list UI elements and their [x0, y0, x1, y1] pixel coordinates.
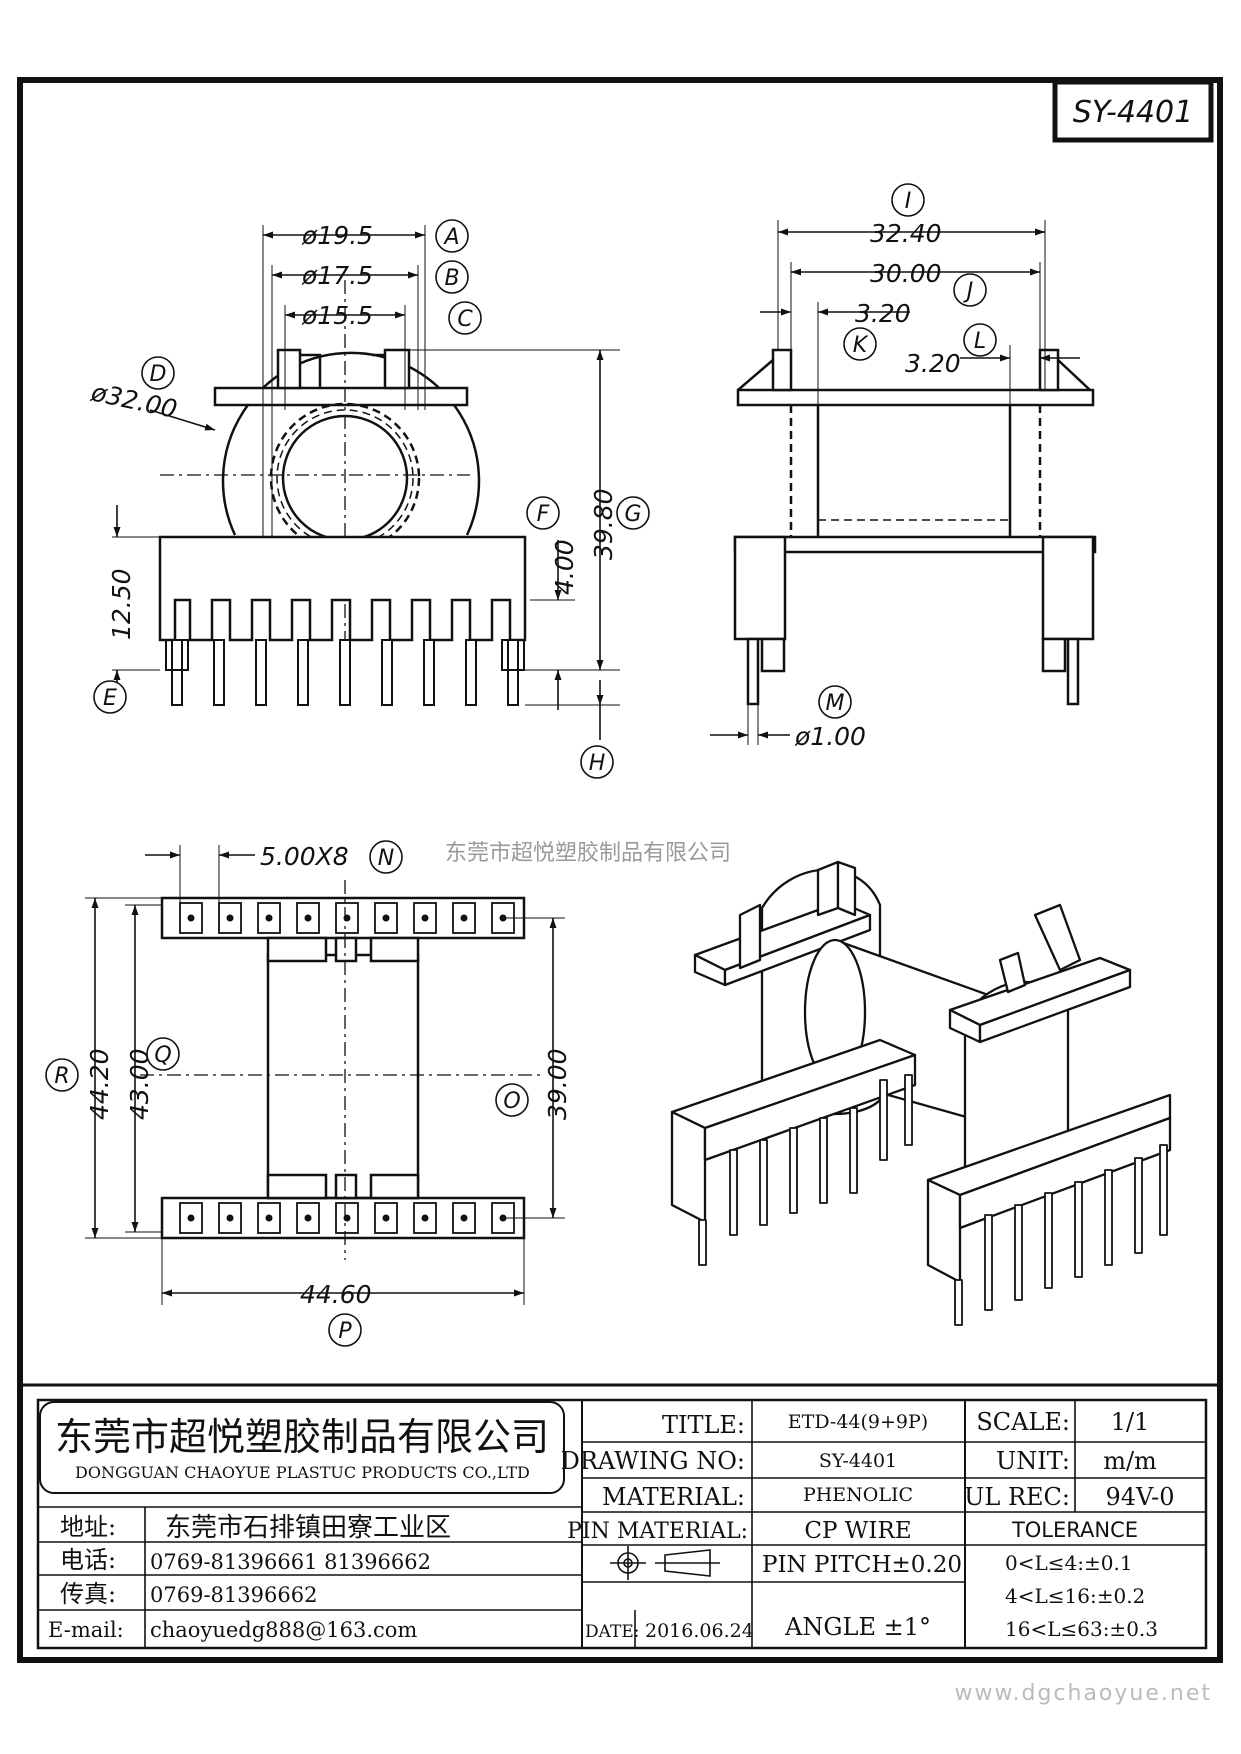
- dim-N: 5.00X8: [260, 842, 349, 871]
- balloon-C: C: [457, 307, 473, 332]
- bottom-view-pin-slots: [179, 902, 515, 1234]
- balloon-Q: Q: [154, 1043, 171, 1068]
- isometric-rear-pins: [698, 1074, 913, 1266]
- ul-label: UL REC:: [964, 1483, 1070, 1511]
- phone-label: 电话:: [60, 1546, 116, 1574]
- email-value: chaoyuedg888@163.com: [150, 1618, 417, 1642]
- front-view-pins: [165, 639, 525, 706]
- dim-L: 3.20: [905, 349, 961, 378]
- dim-G: 39.80: [589, 488, 618, 560]
- balloon-B: B: [444, 266, 459, 291]
- dim-C: ø15.5: [301, 301, 373, 330]
- balloon-N: N: [378, 846, 394, 871]
- pin-pitch: PIN PITCH±0.20: [762, 1552, 962, 1578]
- company-name-cn: 东莞市超悦塑胶制品有限公司: [55, 1415, 549, 1459]
- title-label: TITLE:: [662, 1411, 745, 1439]
- date-label: DATE:: [585, 1622, 639, 1642]
- website-link[interactable]: www.dgchaoyue.net: [955, 1681, 1212, 1706]
- balloon-L: L: [974, 329, 986, 354]
- company-name-en: DONGGUAN CHAOYUE PLASTUC PRODUCTS CO.,LT…: [75, 1463, 530, 1482]
- drawing-code-box: SY-4401: [1052, 79, 1214, 143]
- dim-J: 30.00: [870, 259, 942, 288]
- scale-label: SCALE:: [976, 1408, 1070, 1436]
- side-view-dimensions: [710, 220, 1080, 745]
- balloon-O: O: [503, 1089, 520, 1114]
- tolerance-2: 4<L≤16:±0.2: [1005, 1584, 1145, 1608]
- date-value: 2016.06.24: [645, 1620, 754, 1642]
- balloon-D: D: [150, 362, 167, 387]
- unit-label: UNIT:: [996, 1447, 1070, 1475]
- drawing-code: SY-4401: [1073, 95, 1193, 130]
- address-value: 东莞市石排镇田寮工业区: [165, 1513, 451, 1543]
- dim-A: ø19.5: [301, 221, 373, 250]
- pin-material-label: PIN MATERIAL:: [567, 1519, 748, 1544]
- bottom-view-dimensions: [85, 845, 565, 1305]
- email-label: E-mail:: [48, 1618, 124, 1642]
- angle-tolerance: ANGLE ±1°: [784, 1613, 931, 1641]
- address-label: 地址:: [60, 1513, 116, 1541]
- balloon-P: P: [338, 1319, 352, 1344]
- drawing-no-label: DRAWING NO:: [561, 1447, 745, 1475]
- watermark-text: 东莞市超悦塑胶制品有限公司: [445, 841, 731, 866]
- title-value: ETD-44(9+9P): [788, 1411, 928, 1433]
- dim-P: 44.60: [300, 1280, 372, 1309]
- dim-M: ø1.00: [794, 722, 866, 751]
- balloon-G: G: [624, 502, 641, 527]
- tolerance-3: 16<L≤63:±0.3: [1005, 1617, 1158, 1641]
- dim-K: 3.20: [855, 299, 911, 328]
- side-view: [733, 348, 1097, 706]
- balloon-R: R: [54, 1064, 69, 1089]
- bottom-view: [140, 880, 540, 1260]
- scale-value: 1/1: [1111, 1408, 1150, 1436]
- fax-value: 0769-81396662: [150, 1583, 317, 1607]
- balloon-H: H: [589, 751, 606, 776]
- unit-value: m/m: [1103, 1447, 1157, 1475]
- dim-B: ø17.5: [301, 261, 373, 290]
- balloon-M: M: [826, 691, 845, 716]
- phone-value: 0769-81396661 81396662: [150, 1550, 431, 1574]
- balloon-J: J: [963, 279, 974, 304]
- balloon-K: K: [853, 333, 869, 358]
- front-view-balloons: [93, 219, 650, 779]
- front-view: [158, 280, 527, 706]
- title-block: [22, 1383, 1218, 1650]
- tolerance-1: 0<L≤4:±0.1: [1005, 1551, 1133, 1575]
- dim-E: 12.50: [107, 568, 136, 640]
- projection-symbol-icon: [610, 1546, 720, 1580]
- dim-O: 39.00: [543, 1048, 572, 1120]
- ul-value: 94V-0: [1105, 1483, 1174, 1511]
- tolerance-label: TOLERANCE: [1011, 1518, 1138, 1542]
- dim-R: 44.20: [85, 1048, 114, 1120]
- bottom-view-pin-dots: [187, 914, 507, 1222]
- drawing-no-value: SY-4401: [819, 1450, 897, 1472]
- isometric-view: [670, 860, 1172, 1326]
- fax-label: 传真:: [60, 1580, 116, 1608]
- balloon-A: A: [442, 225, 459, 250]
- dim-I: 32.40: [870, 219, 942, 248]
- balloon-I: I: [905, 189, 912, 214]
- isometric-front-pins: [954, 1144, 1168, 1326]
- balloon-F: F: [537, 502, 550, 527]
- bottom-view-balloons: [45, 840, 529, 1347]
- balloon-E: E: [103, 686, 117, 711]
- pin-material-value: CP WIRE: [804, 1518, 911, 1544]
- material-value: PHENOLIC: [803, 1484, 913, 1506]
- material-label: MATERIAL:: [602, 1483, 745, 1511]
- dim-F: 4.00: [550, 539, 579, 595]
- side-view-balloons: [818, 183, 997, 719]
- outer-frame: [17, 77, 1223, 1663]
